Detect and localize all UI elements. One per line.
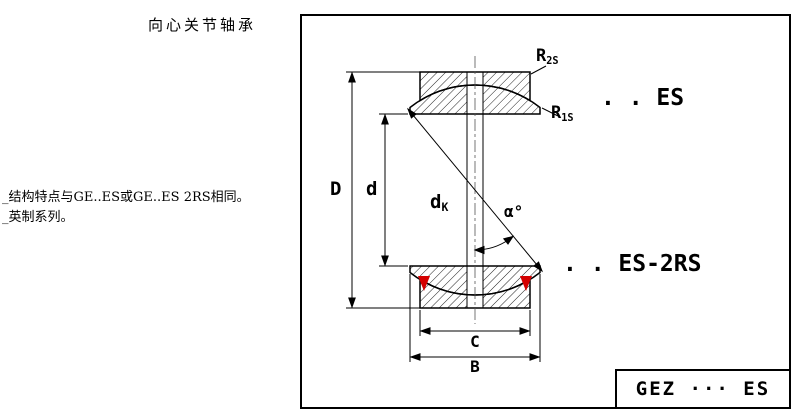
label-outer-diameter: D	[330, 178, 342, 200]
label-radius-inner: R1S	[551, 103, 574, 124]
notes-text: _结构特点与GE..ES或GE..ES 2RS相同。 _英制系列。	[2, 188, 250, 228]
dim-bore-diameter	[379, 113, 408, 267]
label-sphere-diameter-base: d	[430, 191, 442, 213]
dim-outer-diameter	[346, 71, 420, 309]
label-radius-inner-base: R	[551, 103, 562, 123]
seal-right	[520, 276, 532, 291]
lubrication-hole-lines	[466, 72, 484, 308]
outer-ring-lower-section	[420, 279, 530, 308]
seals	[418, 276, 532, 291]
label-sphere-diameter-sub: K	[441, 200, 449, 215]
sphere-diameter-line	[406, 107, 544, 273]
dim-inner-ring-width	[409, 274, 541, 362]
label-inner-ring-width: B	[470, 357, 480, 376]
seal-left	[418, 276, 430, 291]
diagram-frame	[300, 14, 791, 409]
label-sphere-diameter: dK	[430, 191, 449, 215]
dim-outer-ring-width	[419, 310, 531, 336]
label-series-open: . . ES	[601, 85, 685, 111]
title-block-frame	[615, 369, 791, 409]
outer-ring-upper-section	[420, 72, 530, 101]
label-radius-inner-sub: 1S	[561, 112, 574, 124]
label-outer-ring-width: C	[470, 332, 480, 351]
title-block-designation: GEZ ··· ES	[635, 378, 771, 400]
label-tilt-angle: α°	[503, 202, 525, 221]
label-series-sealed: . . ES-2RS	[563, 251, 702, 277]
note-line-2: _英制系列。	[2, 210, 74, 226]
label-radius-outer: R2S	[536, 46, 559, 67]
radius-leader-lines	[530, 65, 559, 117]
note-line-1: _结构特点与GE..ES或GE..ES 2RS相同。	[2, 190, 250, 205]
page-title: 向心关节轴承	[148, 16, 257, 34]
label-bore-diameter: d	[366, 178, 378, 200]
label-radius-outer-base: R	[536, 46, 547, 66]
label-radius-outer-sub: 2S	[546, 55, 559, 67]
tilt-angle-arc	[473, 235, 515, 255]
